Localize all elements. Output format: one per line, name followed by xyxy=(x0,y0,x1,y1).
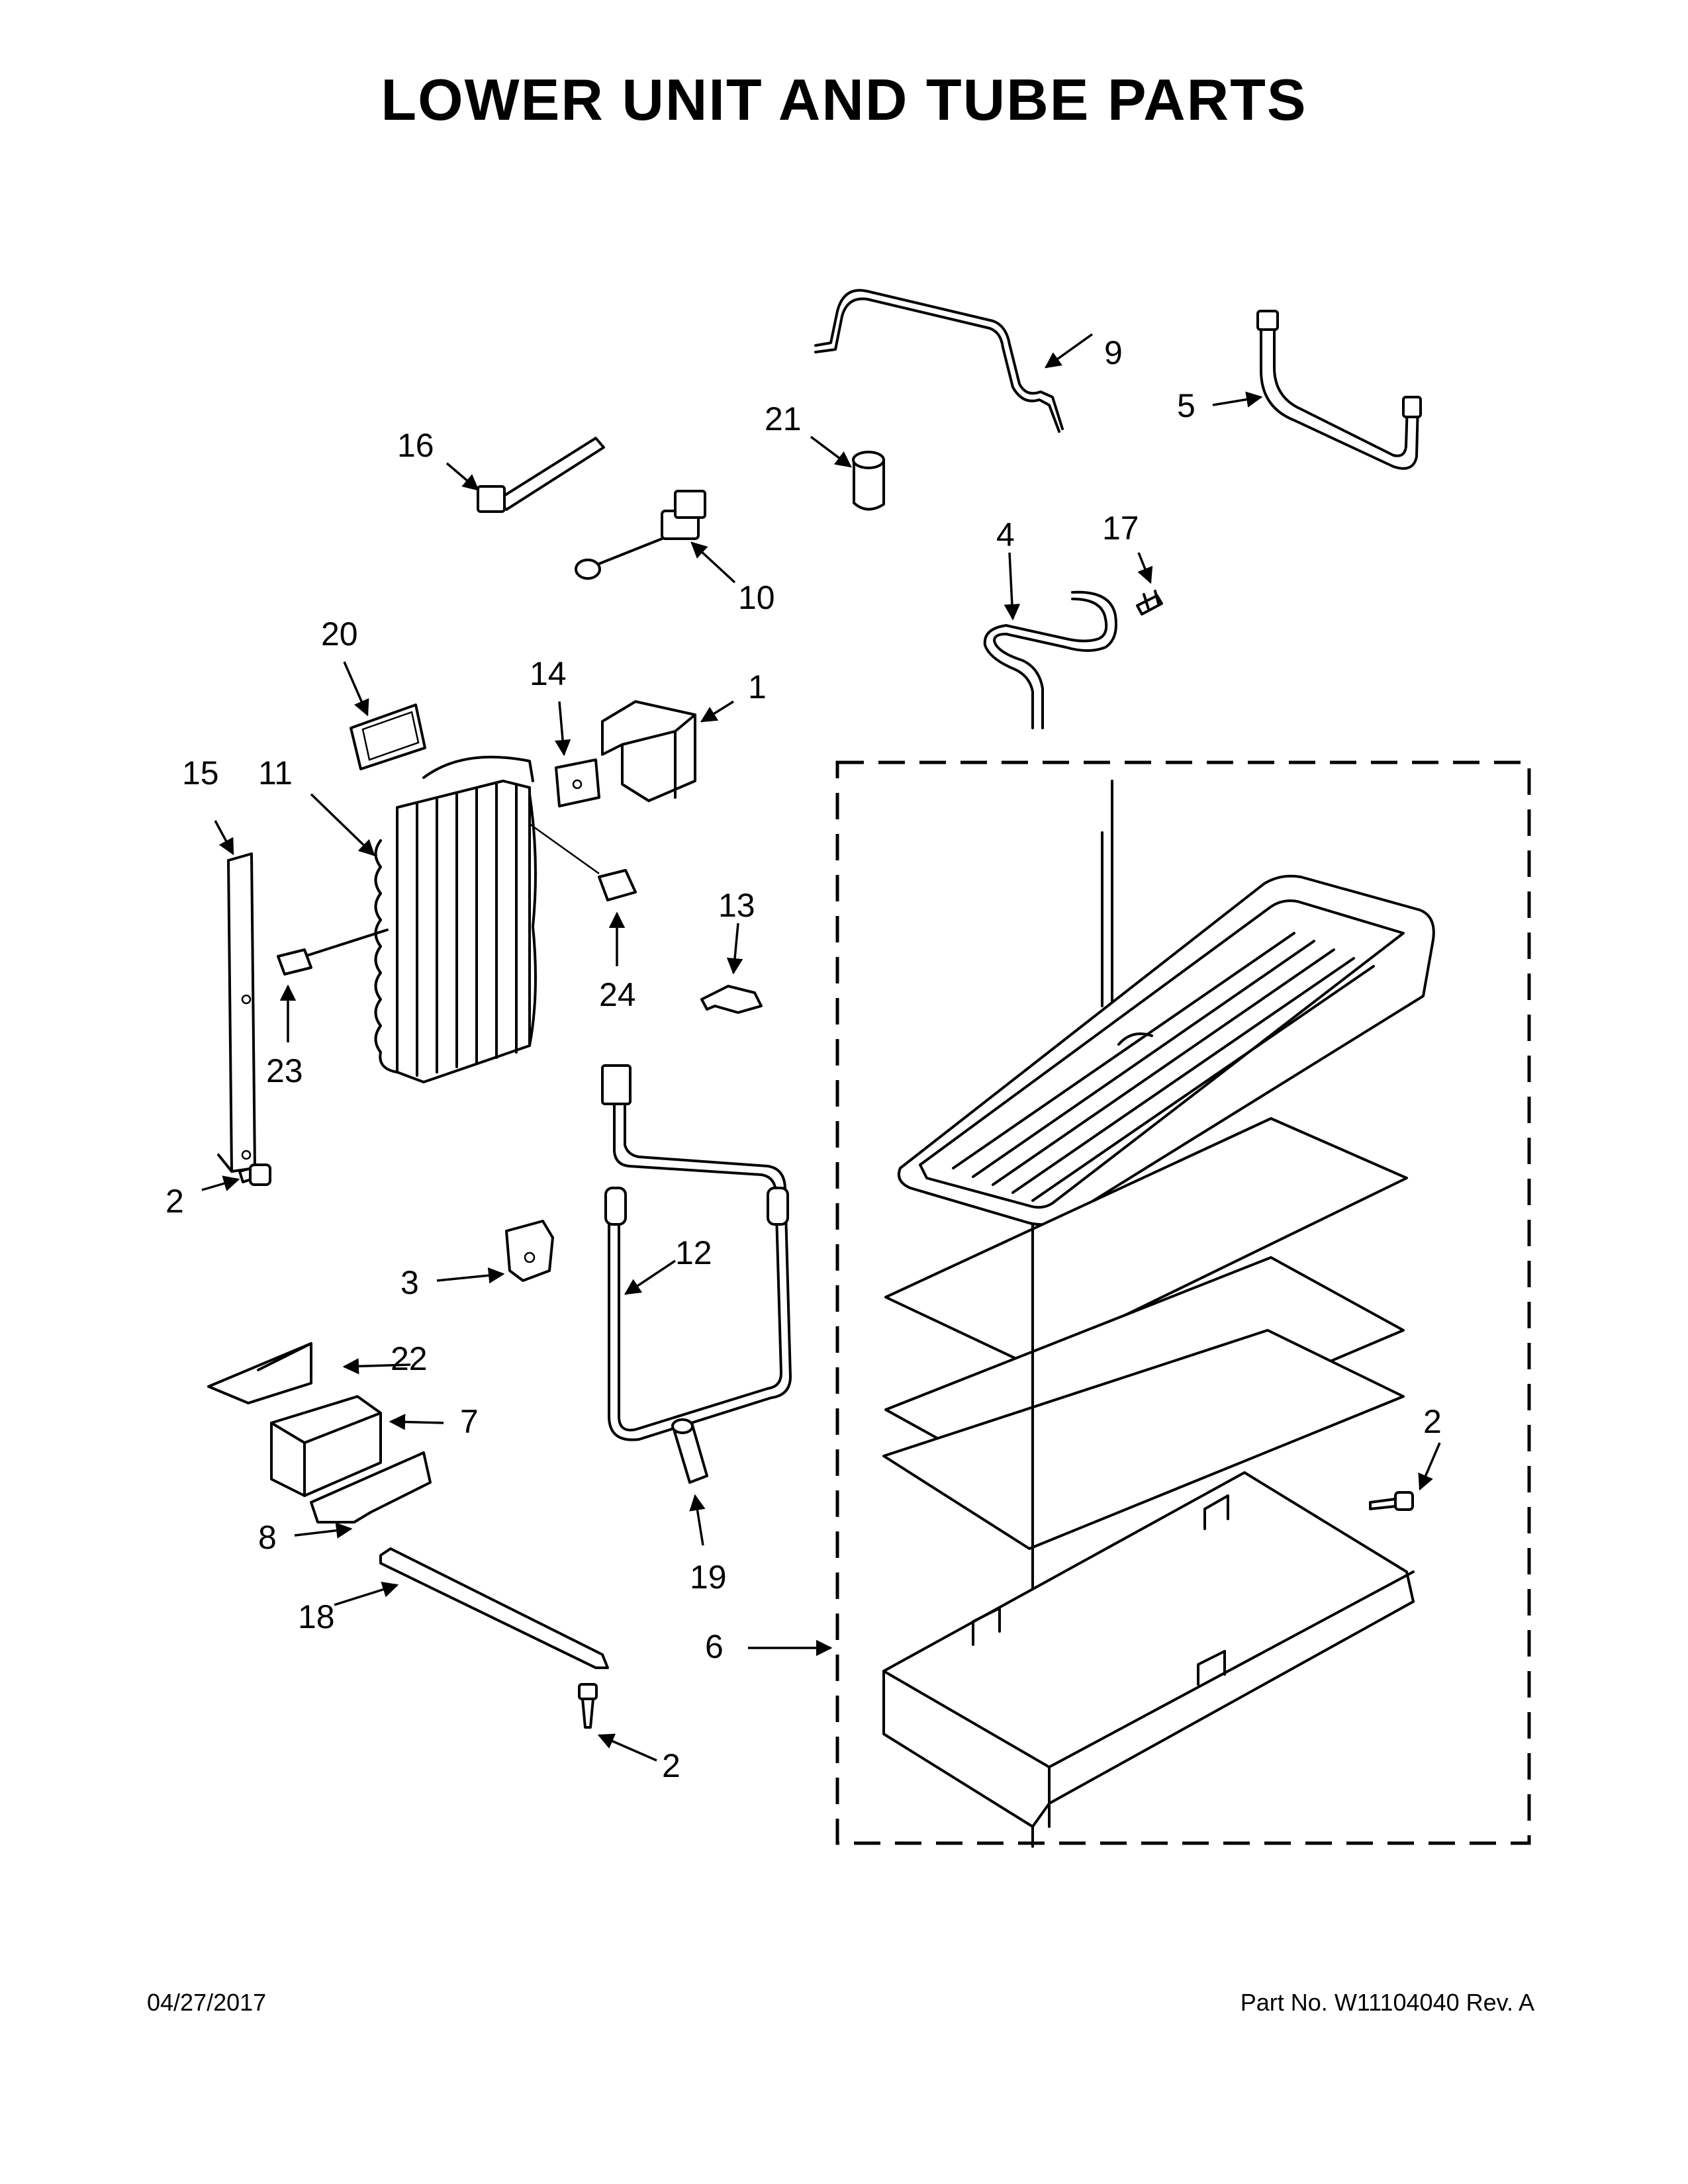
callout-22: 22 xyxy=(391,1340,428,1377)
callout-7: 7 xyxy=(460,1403,479,1440)
part-16-cable-tie xyxy=(477,437,605,513)
leader-arrows xyxy=(201,333,1441,1762)
callout-3: 3 xyxy=(400,1264,419,1301)
part-9-tube xyxy=(814,289,1064,433)
part-24-pad xyxy=(529,823,637,901)
part-2-screw-upper-left xyxy=(238,1163,271,1186)
callout-17: 17 xyxy=(1102,510,1139,547)
page-title: LOWER UNIT AND TUBE PARTS xyxy=(381,67,1307,132)
callout-labels: 1 2 2 2 3 4 5 6 7 8 9 10 11 12 13 14 15 … xyxy=(165,334,1442,1784)
callout-16: 16 xyxy=(397,427,434,464)
part-7-pan xyxy=(270,1395,382,1497)
footer-date: 04/27/2017 xyxy=(147,1989,267,2016)
callout-8: 8 xyxy=(258,1519,277,1556)
callout-18: 18 xyxy=(298,1598,335,1635)
callout-5: 5 xyxy=(1177,387,1196,424)
callout-4: 4 xyxy=(996,516,1015,553)
part-3-bracket xyxy=(505,1220,554,1282)
callout-13: 13 xyxy=(718,887,755,924)
callout-2-lower: 2 xyxy=(662,1747,680,1784)
callout-19: 19 xyxy=(690,1559,727,1596)
part-14-bracket xyxy=(555,758,600,807)
callout-23: 23 xyxy=(266,1052,303,1089)
part-10-thermistor xyxy=(575,490,706,580)
part-23-pad xyxy=(277,948,312,976)
callout-10: 10 xyxy=(738,579,775,616)
callout-2-left: 2 xyxy=(165,1183,184,1220)
part-4-tube xyxy=(983,590,1117,729)
part-12-heater xyxy=(601,1064,792,1441)
callout-1: 1 xyxy=(748,668,767,705)
part-1-cover xyxy=(601,700,696,802)
part-20-pad xyxy=(350,704,426,770)
part-17-clip xyxy=(1136,590,1163,615)
part-2-screw-right xyxy=(1369,1491,1414,1511)
callout-20: 20 xyxy=(321,615,358,653)
part-19-sleeve xyxy=(671,1418,708,1484)
part-22-insulation xyxy=(207,1342,312,1404)
assembly-6-drain-pan xyxy=(897,780,1435,1226)
part-5-tube xyxy=(1256,310,1422,470)
part-2-screw-lower xyxy=(578,1683,598,1729)
callout-6: 6 xyxy=(705,1628,724,1665)
part-18-strip xyxy=(379,1547,609,1669)
part-13-clip xyxy=(700,985,763,1014)
part-21-sleeve xyxy=(852,451,885,511)
part-15-channel xyxy=(217,852,256,1173)
callout-12: 12 xyxy=(675,1234,712,1271)
footer-part-number: Part No. W11104040 Rev. A xyxy=(1240,1989,1534,2016)
callout-24: 24 xyxy=(599,976,636,1013)
assembly-6-outline xyxy=(835,760,1531,1845)
part-11-evaporator xyxy=(303,755,537,1083)
callout-15: 15 xyxy=(182,754,219,792)
callout-14: 14 xyxy=(530,655,567,692)
callout-9: 9 xyxy=(1104,334,1123,371)
callout-21: 21 xyxy=(765,400,802,437)
callout-2-right: 2 xyxy=(1423,1403,1442,1440)
part-8-cover xyxy=(310,1451,432,1524)
callout-11: 11 xyxy=(258,754,293,792)
assembly-6-base-tray xyxy=(882,1471,1415,1828)
assembly-6-sheets xyxy=(882,1117,1408,1848)
